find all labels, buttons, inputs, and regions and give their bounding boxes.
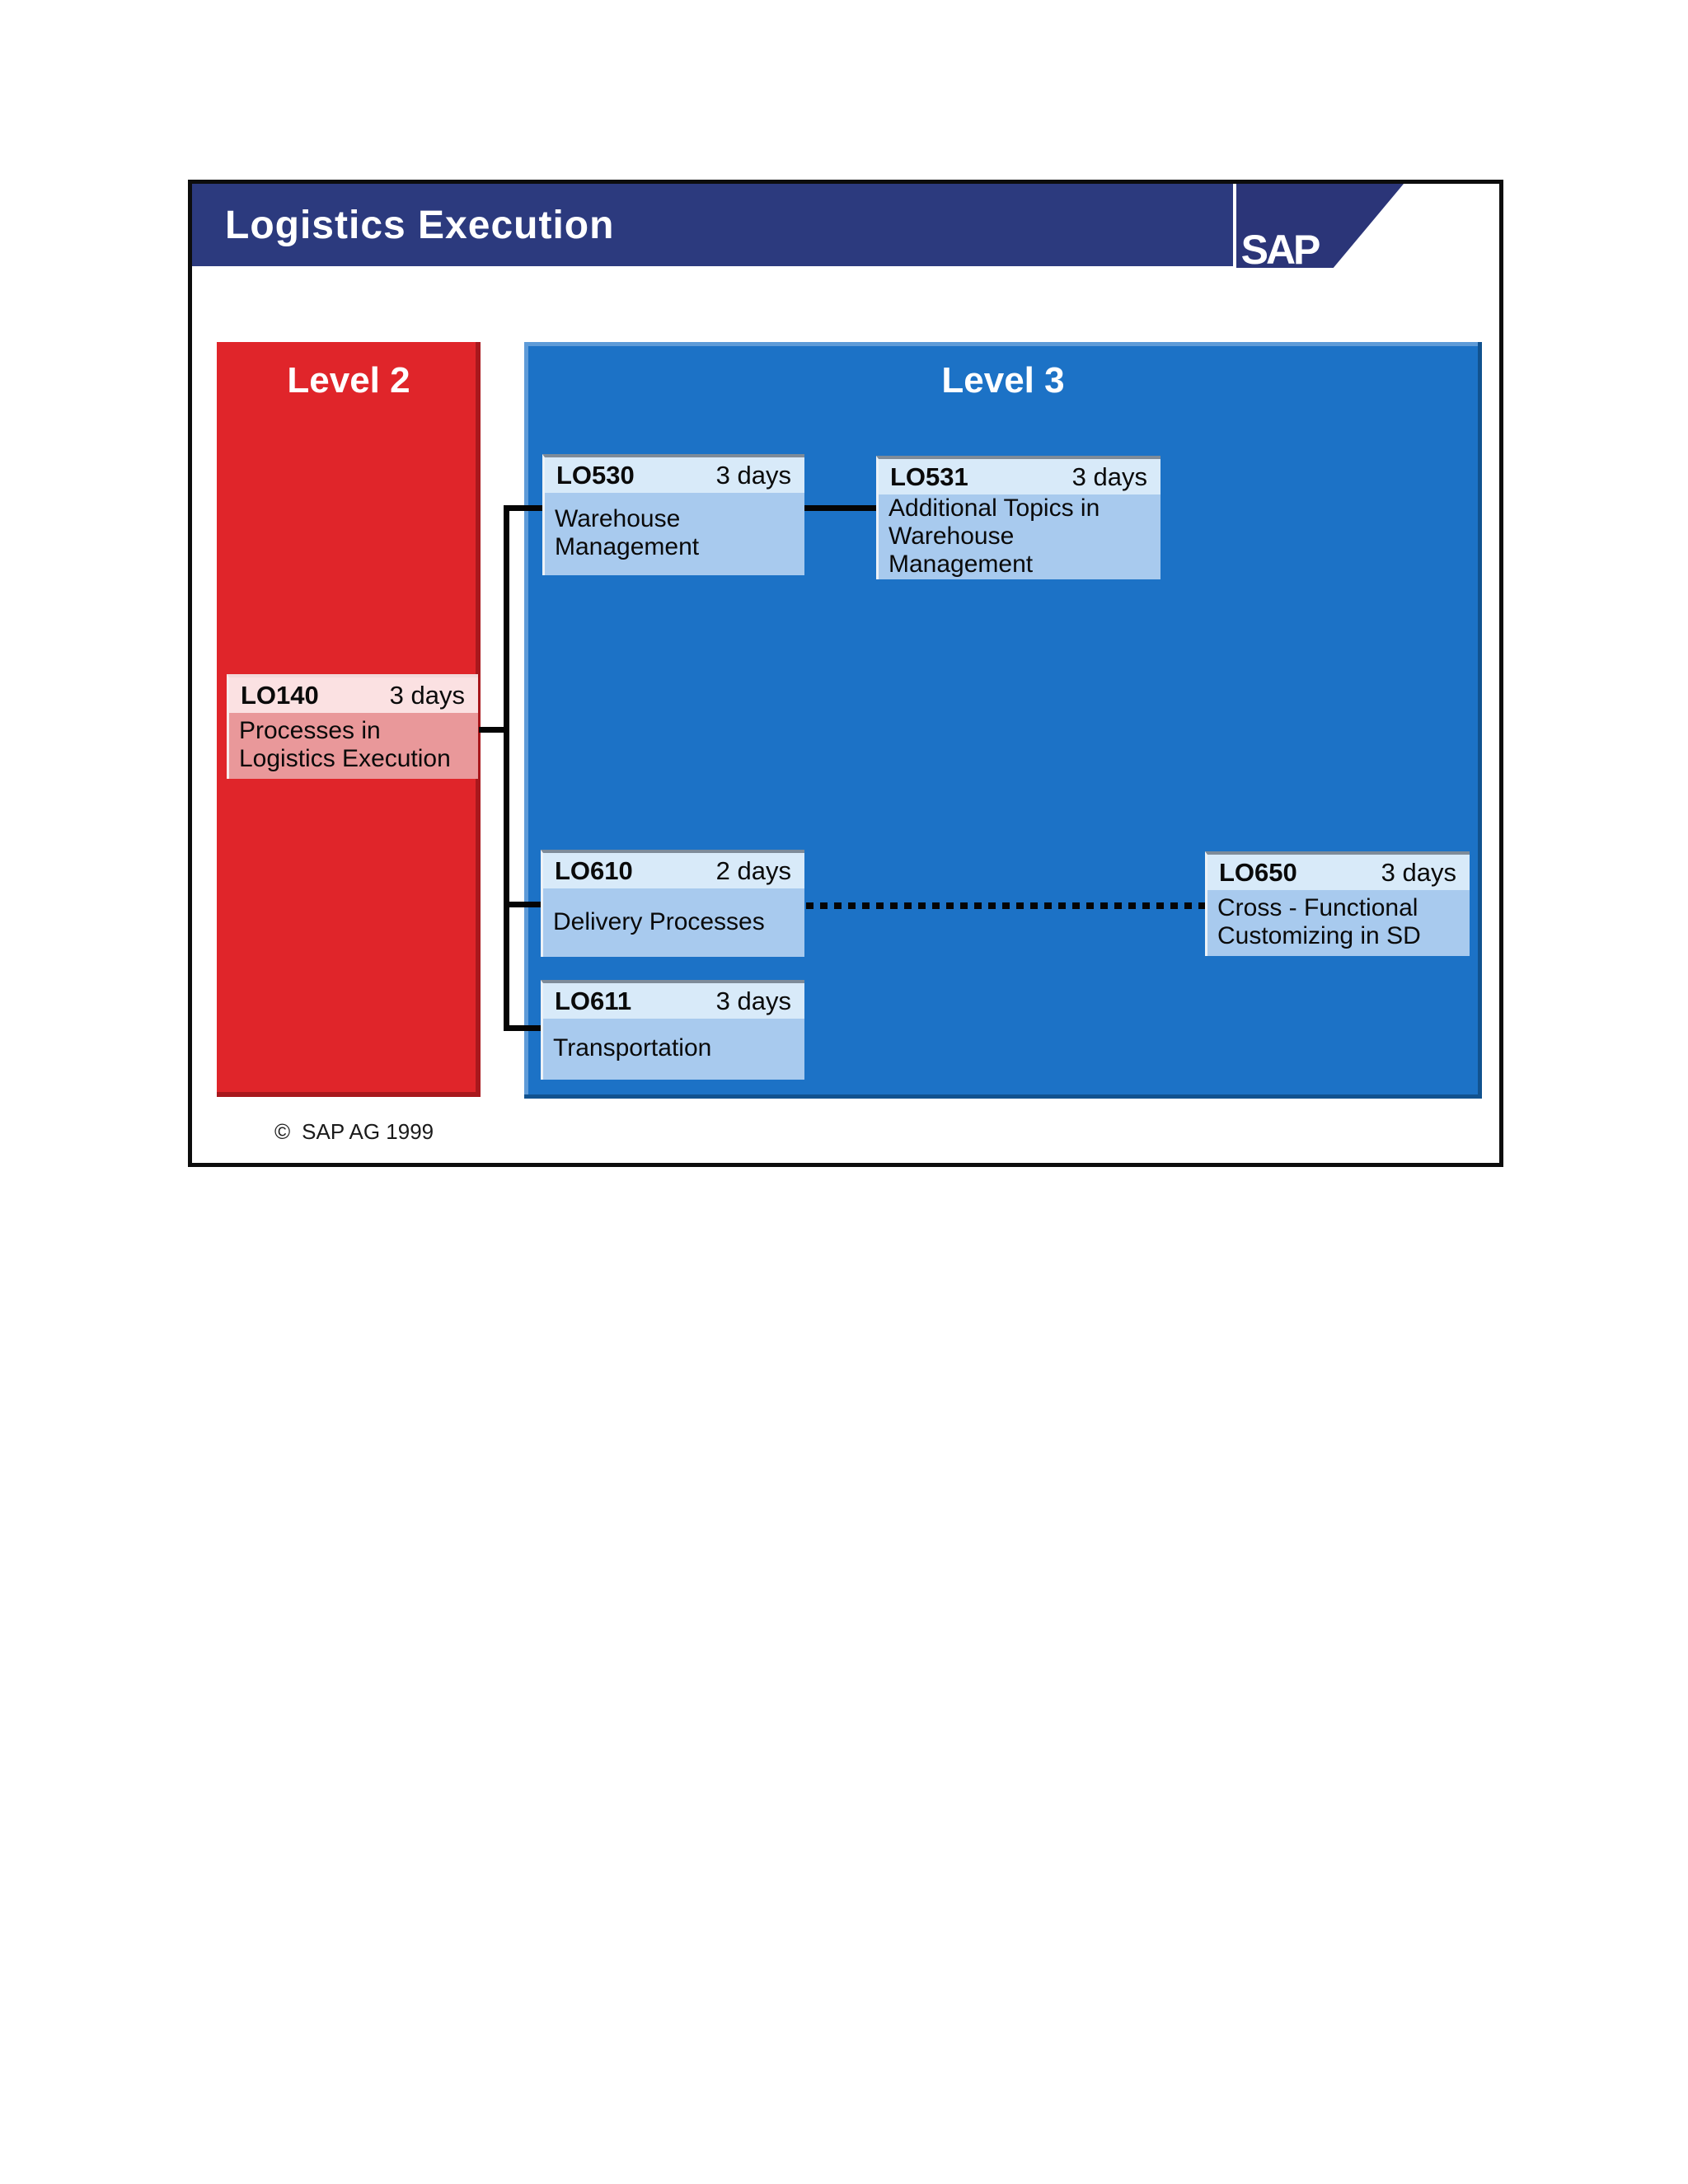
copyright-symbol: ©	[274, 1119, 291, 1144]
level2-title: Level 2	[287, 360, 410, 401]
sap-logo-text: SAP	[1240, 227, 1321, 273]
connector-dotted-lo610-lo650	[806, 902, 1210, 909]
course-duration: 3 days	[1381, 857, 1456, 887]
course-header: LO610 2 days	[543, 853, 804, 888]
course-code: LO531	[890, 462, 968, 491]
connector-trunk	[504, 505, 509, 1031]
sap-logo-slash-icon	[1323, 184, 1404, 268]
sap-logo: SAP	[1236, 184, 1323, 273]
course-title: Transportation	[543, 1019, 804, 1080]
course-header: LO650 3 days	[1207, 855, 1470, 890]
course-box-lo531: LO531 3 days Additional Topics in Wareho…	[876, 456, 1160, 579]
course-title: Cross - Functional Customizing in SD	[1207, 890, 1470, 956]
course-box-lo611: LO611 3 days Transportation	[541, 980, 804, 1080]
connector-lo530-lo531	[802, 505, 880, 511]
course-header: LO531 3 days	[879, 459, 1160, 494]
course-title: Processes in Logistics Execution	[229, 713, 478, 779]
slide-title: Logistics Execution	[225, 203, 615, 247]
course-duration: 3 days	[389, 680, 465, 710]
course-code: LO530	[556, 460, 635, 490]
course-box-lo650: LO650 3 days Cross - Functional Customiz…	[1205, 851, 1470, 956]
level3-title: Level 3	[941, 360, 1065, 401]
course-code: LO650	[1219, 857, 1297, 887]
copyright-text: SAP AG 1999	[302, 1119, 434, 1144]
copyright: © SAP AG 1999	[274, 1119, 434, 1145]
slide-titlebar: Logistics Execution	[192, 184, 1233, 266]
connector-lo140-stub	[479, 727, 509, 733]
course-title: Warehouse Management	[545, 493, 804, 575]
course-duration: 3 days	[1071, 462, 1147, 491]
course-duration: 3 days	[715, 460, 791, 490]
course-code: LO611	[555, 986, 632, 1015]
course-header: LO611 3 days	[543, 983, 804, 1019]
course-header: LO530 3 days	[545, 457, 804, 493]
slide-frame: Logistics Execution SAP Level 2 Level 3 …	[188, 180, 1503, 1167]
course-title: Delivery Processes	[543, 888, 804, 957]
connector-branch-lo530	[504, 505, 546, 511]
course-code: LO140	[241, 680, 319, 710]
course-header: LO140 3 days	[229, 677, 478, 713]
course-box-lo610: LO610 2 days Delivery Processes	[541, 850, 804, 957]
connector-branch-lo610	[504, 902, 545, 907]
course-code: LO610	[555, 855, 633, 885]
course-title: Additional Topics in Warehouse Managemen…	[879, 494, 1160, 579]
course-duration: 2 days	[715, 855, 791, 885]
course-box-lo530: LO530 3 days Warehouse Management	[542, 454, 804, 575]
connector-branch-lo611	[504, 1025, 545, 1031]
course-box-lo140: LO140 3 days Processes in Logistics Exec…	[227, 674, 478, 779]
course-duration: 3 days	[715, 986, 791, 1015]
